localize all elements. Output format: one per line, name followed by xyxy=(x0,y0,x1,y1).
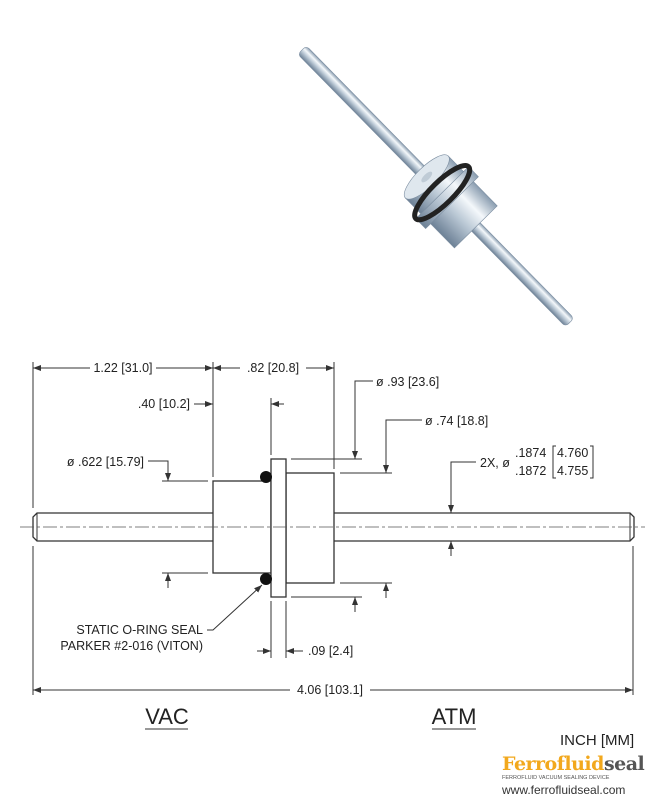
dim-flange-thickness: .09 [2.4] xyxy=(308,644,353,658)
o-ring-top xyxy=(260,471,272,483)
units-label: INCH [MM] xyxy=(560,732,635,749)
dim-overall-left: 1.22 [31.0] xyxy=(93,361,152,375)
dim-vac-body-dia: ø .622 [15.79] xyxy=(67,455,144,469)
dim-shaft-dia: 2X, ø .1874 .1872 4.760 4.755 xyxy=(480,445,594,479)
dimension-lines xyxy=(33,365,633,730)
dim-atm-body-dia: ø .74 [18.8] xyxy=(425,414,488,428)
dim-flange-dia: ø .93 [23.6] xyxy=(376,375,439,389)
atm-body xyxy=(285,472,335,584)
ferrofluidseal-logo: Ferrofluidseal FERROFLUID VACUUM SEALING… xyxy=(502,753,645,797)
dim-housing-length: .82 [20.8] xyxy=(247,361,299,375)
label-atm: ATM xyxy=(432,704,477,729)
dim-vac-body-length: .40 [10.2] xyxy=(138,397,190,411)
label-vac: VAC xyxy=(145,704,189,729)
shaft-dia-upper-in: .1874 xyxy=(515,446,546,460)
logo-url: www.ferrofluidseal.com xyxy=(502,783,626,797)
shaft-dia-upper-mm: 4.760 xyxy=(557,446,588,460)
shaft-dia-lower-mm: 4.755 xyxy=(557,464,588,478)
callout-line1: STATIC O-RING SEAL xyxy=(76,623,203,637)
callout-line2: PARKER #2-016 (VITON) xyxy=(60,639,203,653)
logo-part2: seal xyxy=(603,753,645,775)
logo-tagline: FERROFLUID VACUUM SEALING DEVICE xyxy=(502,775,610,781)
shaft-seal-3d-render xyxy=(299,47,573,326)
shaft-dia-prefix: 2X, ø xyxy=(480,456,510,470)
shaft-dia-lower-in: .1872 xyxy=(515,464,546,478)
logo-part1: Ferrofluid xyxy=(502,753,604,775)
dim-overall-length: 4.06 [103.1] xyxy=(297,683,363,697)
flange xyxy=(270,458,287,598)
o-ring-bottom xyxy=(260,573,272,585)
